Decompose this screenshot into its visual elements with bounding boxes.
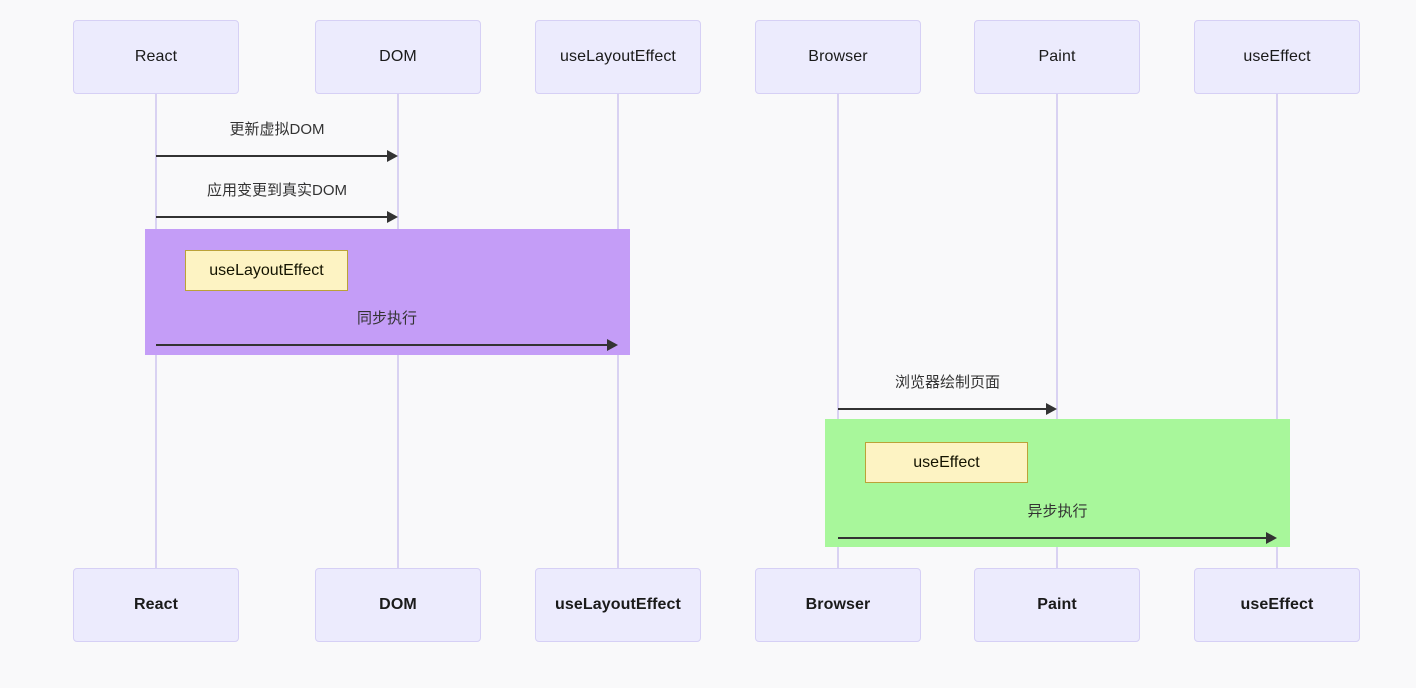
participant-label: useEffect [1240,596,1314,613]
participant-label: useLayoutEffect [555,596,681,613]
message-label-m2: 应用变更到真实DOM [207,182,347,199]
message-arrowhead-m4 [1046,403,1057,415]
note-useeffect[interactable]: useEffect [865,442,1028,483]
participant-bottom-paint[interactable]: Paint [974,568,1140,642]
lifeline-paint [1056,94,1058,568]
participant-label: React [133,596,179,613]
participant-label: useLayoutEffect [560,48,676,65]
message-label-m4: 浏览器绘制页面 [894,374,1001,391]
message-label-m3: 同步执行 [356,310,418,327]
participant-label: DOM [379,48,417,65]
async-region [825,419,1290,547]
participant-top-dom[interactable]: DOM [315,20,481,94]
message-label-m1: 更新虚拟DOM [229,121,325,138]
participant-label: Browser [808,48,868,65]
lifeline-browser [837,94,839,568]
participant-bottom-useeffect[interactable]: useEffect [1194,568,1360,642]
participant-top-paint[interactable]: Paint [974,20,1140,94]
participant-label: DOM [379,596,417,613]
message-line-m3 [156,344,608,346]
participant-bottom-uselayouteffect[interactable]: useLayoutEffect [535,568,701,642]
message-line-m2 [156,216,388,218]
participant-bottom-dom[interactable]: DOM [315,568,481,642]
participant-label: useEffect [1243,48,1311,65]
participant-label: Paint [1038,48,1076,65]
participant-top-react[interactable]: React [73,20,239,94]
participant-top-browser[interactable]: Browser [755,20,921,94]
note-label: useEffect [913,453,980,471]
message-line-m4 [838,408,1047,410]
participant-top-uselayouteffect[interactable]: useLayoutEffect [535,20,701,94]
participant-label: Browser [805,596,871,613]
note-label: useLayoutEffect [209,261,324,279]
lifeline-useeffect [1276,94,1278,568]
participant-bottom-browser[interactable]: Browser [755,568,921,642]
message-label-m5: 异步执行 [1027,503,1088,520]
participant-label: React [134,48,178,65]
participant-bottom-react[interactable]: React [73,568,239,642]
note-uselayouteffect[interactable]: useLayoutEffect [185,250,348,291]
message-line-m1 [156,155,388,157]
message-arrowhead-m2 [387,211,398,223]
participant-top-useeffect[interactable]: useEffect [1194,20,1360,94]
message-arrowhead-m3 [607,339,618,351]
message-line-m5 [838,537,1267,539]
message-arrowhead-m5 [1266,532,1277,544]
message-arrowhead-m1 [387,150,398,162]
participant-label: Paint [1037,596,1077,613]
